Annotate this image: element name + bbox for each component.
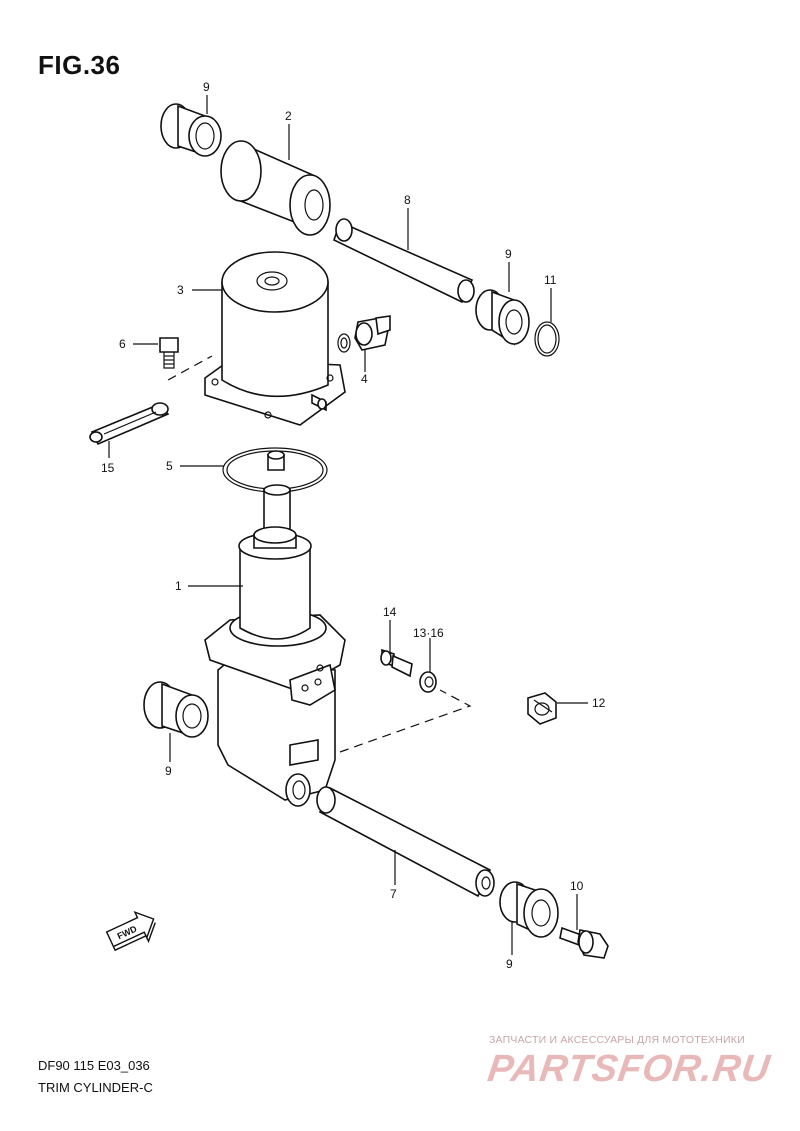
part-bolt-10[interactable]	[559, 926, 609, 959]
callout-15: 15	[101, 461, 115, 475]
callout-12: 12	[592, 696, 606, 710]
callout-4: 4	[361, 372, 368, 386]
part-bolt-6[interactable]	[159, 337, 179, 369]
part-bushing-lower-left[interactable]	[143, 681, 209, 738]
callout-8: 8	[404, 193, 411, 207]
callout-6: 6	[119, 337, 126, 351]
part-bushing-upper-right[interactable]	[475, 289, 530, 346]
callout-7: 7	[390, 887, 397, 901]
part-lower-pin[interactable]	[316, 786, 495, 898]
part-strap-15[interactable]	[89, 402, 170, 446]
fwd-arrow-icon: FWD	[105, 911, 156, 952]
part-fitting-4[interactable]	[337, 315, 391, 353]
part-clip-12[interactable]	[527, 692, 557, 725]
part-washer-13-16[interactable]	[419, 671, 437, 693]
watermark-brand: PARTSFOR.RU	[485, 1048, 773, 1090]
callout-10: 10	[570, 879, 584, 893]
part-circlip[interactable]	[534, 321, 560, 357]
callout-1: 1	[175, 579, 182, 593]
callout-9-lower-right: 9	[506, 957, 513, 971]
assembly-line-bolt-6	[167, 355, 213, 381]
part-trim-cylinder-body[interactable]	[204, 526, 346, 807]
callout-5: 5	[166, 459, 173, 473]
part-bolt-14[interactable]	[380, 648, 413, 678]
callout-11: 11	[544, 273, 557, 287]
callout-14: 14	[383, 605, 397, 619]
part-reservoir-cap[interactable]	[204, 251, 346, 426]
callout-13-16: 13·16	[413, 626, 444, 640]
part-bushing-lower-right[interactable]	[499, 881, 559, 938]
assembly-line-lower	[339, 689, 472, 753]
callout-2: 2	[285, 109, 292, 123]
figure-title: FIG.36	[38, 50, 121, 80]
watermark-tagline: ЗАПЧАСТИ И АКСЕССУАРЫ ДЛЯ МОТОТЕХНИКИ	[489, 1034, 745, 1046]
diagram-name: TRIM CYLINDER-C	[38, 1080, 153, 1095]
part-cylinder-sleeve[interactable]	[220, 140, 331, 236]
part-upper-pin[interactable]	[333, 218, 475, 304]
diagram-code: DF90 115 E03_036	[38, 1058, 150, 1073]
callout-3: 3	[177, 283, 184, 297]
callout-9-upper-right: 9	[505, 247, 512, 261]
callout-9-top: 9	[203, 80, 210, 94]
part-bushing-top-left[interactable]	[160, 103, 222, 157]
callout-9-lower-left: 9	[165, 764, 172, 778]
